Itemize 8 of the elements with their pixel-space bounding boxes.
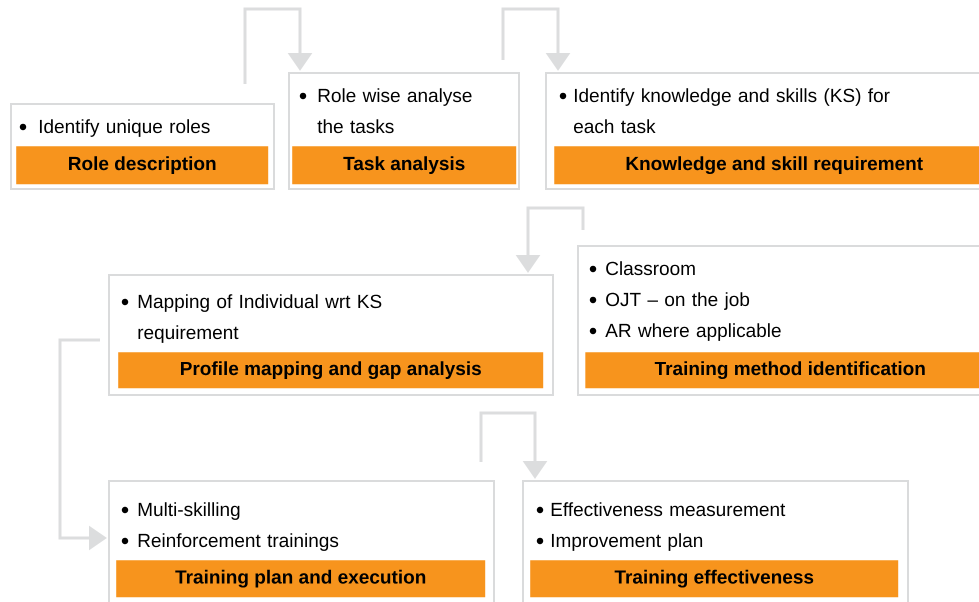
title-bar: Profile mapping and gap analysis — [118, 352, 544, 388]
title-bar: Training method identification — [585, 352, 979, 388]
title-bar: Training plan and execution — [116, 560, 486, 598]
title-bar: Task analysis — [292, 146, 516, 184]
title-bar: Knowledge and skill requirement — [554, 146, 979, 184]
title-bar: Training effectiveness — [530, 560, 898, 598]
connector-arrow — [244, 8, 312, 84]
title-bar: Role description — [16, 146, 268, 184]
